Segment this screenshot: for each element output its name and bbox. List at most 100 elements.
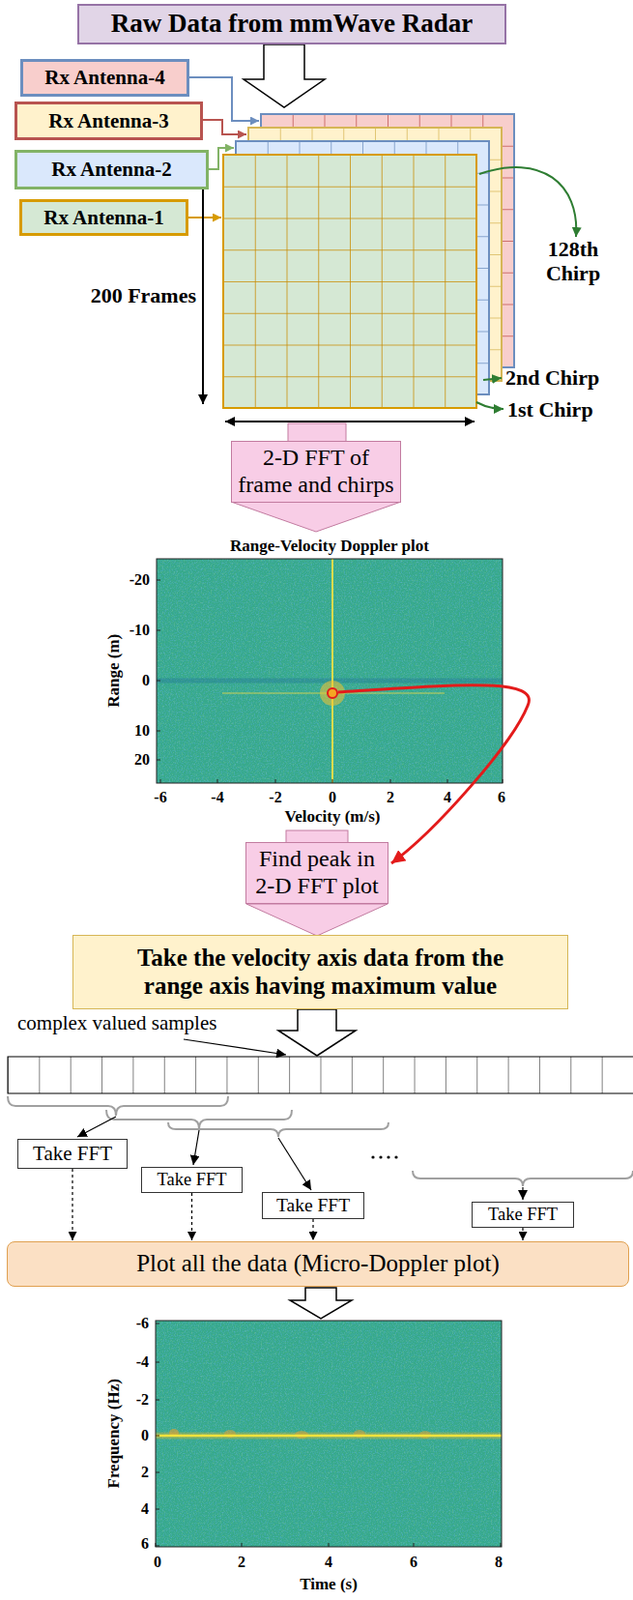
- fft-box: Take FFT: [261, 1191, 365, 1219]
- plot-ticks: [155, 1323, 501, 1547]
- hollow-arrow: [278, 1008, 356, 1056]
- tick-label: -20: [129, 571, 150, 589]
- tick-label: -4: [210, 788, 224, 806]
- tick-label: 0: [141, 1426, 149, 1444]
- strip-border: [7, 1056, 633, 1094]
- tick-label: -2: [136, 1390, 149, 1409]
- flow-arrow: [312, 1218, 314, 1240]
- box-text: Rx Antenna-2: [51, 157, 172, 181]
- tick-label: 6: [141, 1534, 149, 1553]
- fft-box: Take FFT: [17, 1138, 128, 1169]
- tick-label: -2: [268, 788, 282, 806]
- leader-line: [193, 1129, 200, 1165]
- fft-box: Take FFT: [471, 1201, 575, 1228]
- leader-line: [202, 119, 247, 135]
- tick-label: 4: [141, 1499, 149, 1518]
- grid-fill: [223, 154, 477, 408]
- tick-label: -6: [136, 1314, 149, 1332]
- tick-label: -4: [136, 1352, 149, 1371]
- process-box: Take the velocity axis data from the ran…: [72, 934, 569, 1009]
- leader-line: [77, 1116, 116, 1137]
- box-text: 2-D FFT of frame and chirps: [235, 444, 397, 498]
- axis-title: Time (s): [299, 1574, 358, 1594]
- process-box: 2-D FFT of frame and chirps: [230, 440, 402, 503]
- dimension-arrow: [201, 170, 204, 404]
- tick-label: 20: [134, 750, 150, 769]
- box-text: Plot all the data (Micro-Doppler plot): [136, 1249, 500, 1278]
- antenna-box: Rx Antenna-2: [14, 149, 209, 190]
- plot-line: [331, 558, 334, 783]
- flow-arrow: [191, 1192, 193, 1240]
- block-arrow-stem: [287, 423, 346, 443]
- box-text: Take the velocity axis data from the ran…: [126, 944, 515, 1001]
- brace: [412, 1170, 633, 1186]
- brace: [168, 1122, 389, 1137]
- fft-box: Take FFT: [141, 1166, 243, 1193]
- tick-label: -10: [129, 621, 150, 639]
- title-box: Raw Data from mmWave Radar: [77, 3, 507, 45]
- antenna-box: Rx Antenna-4: [20, 58, 190, 97]
- window-braces: [7, 1095, 633, 1186]
- box-text: Take FFT: [32, 1141, 113, 1165]
- block-arrow: [246, 903, 388, 936]
- plot-frame: [156, 558, 503, 783]
- box-text: Find peak in 2-D FFT plot: [250, 845, 384, 899]
- box-text: Raw Data from mmWave Radar: [111, 8, 473, 39]
- tick-label: 6: [497, 788, 506, 806]
- plot-ticks: [156, 579, 503, 783]
- dot: [371, 1154, 375, 1158]
- leader-line: [183, 1038, 287, 1055]
- tick-label: 6: [409, 1553, 418, 1571]
- axis-title: Velocity (m/s): [285, 806, 381, 827]
- output-box: Plot all the data (Micro-Doppler plot): [6, 1240, 630, 1287]
- grid-lines: [223, 154, 477, 408]
- tick-label: 0: [328, 788, 337, 806]
- leader-line: [188, 216, 222, 219]
- range-doppler-plot: [156, 558, 503, 783]
- flow-arrow: [521, 1227, 523, 1240]
- plot-image: [155, 1320, 502, 1547]
- plot-glow: [155, 1432, 502, 1439]
- antenna-box: Rx Antenna-3: [14, 101, 203, 141]
- block-arrow-head: [230, 501, 402, 532]
- process-box: Find peak in 2-D FFT plot: [245, 841, 389, 904]
- plot-line: [155, 1434, 502, 1438]
- chirp-arrow: [476, 402, 504, 409]
- brace: [106, 1109, 292, 1129]
- plot-noise: [156, 558, 503, 783]
- dimension-label: 200 Frames: [90, 283, 197, 308]
- brace: [7, 1095, 229, 1116]
- tick-label: 2: [386, 788, 395, 806]
- dot: [378, 1154, 382, 1158]
- leader-line: [208, 147, 234, 170]
- dot: [394, 1154, 398, 1158]
- peak-pointer: [338, 685, 529, 864]
- tick-label: 10: [134, 721, 150, 740]
- plot-title: Range-Velocity Doppler plot: [230, 536, 430, 556]
- tick-label: 0: [153, 1553, 162, 1571]
- box-text: Rx Antenna-3: [48, 109, 169, 133]
- callout-text: 128th Chirp: [534, 236, 612, 287]
- peak-marker: [327, 688, 338, 698]
- hollow-arrow: [289, 1287, 352, 1319]
- plot-image: [156, 558, 503, 783]
- leader-line: [278, 1137, 312, 1190]
- dot: [386, 1154, 390, 1158]
- axis-title: Range (m): [104, 633, 124, 708]
- antenna-box: Rx Antenna-1: [19, 199, 189, 236]
- tick-label: -6: [153, 788, 167, 806]
- ellipsis-dots: [371, 1154, 398, 1158]
- tick-label: 8: [494, 1553, 503, 1571]
- tick-label: 4: [324, 1553, 333, 1571]
- flow-arrow: [71, 1168, 73, 1240]
- chirp-arrow: [479, 167, 576, 237]
- box-text: Take FFT: [488, 1204, 558, 1225]
- brace-arrows: [77, 1116, 523, 1200]
- plot-noise: [155, 1320, 502, 1547]
- plot-frame: [155, 1320, 502, 1547]
- callout-text: 1st Chirp: [507, 397, 594, 422]
- callout-text: complex valued samples: [17, 1010, 217, 1035]
